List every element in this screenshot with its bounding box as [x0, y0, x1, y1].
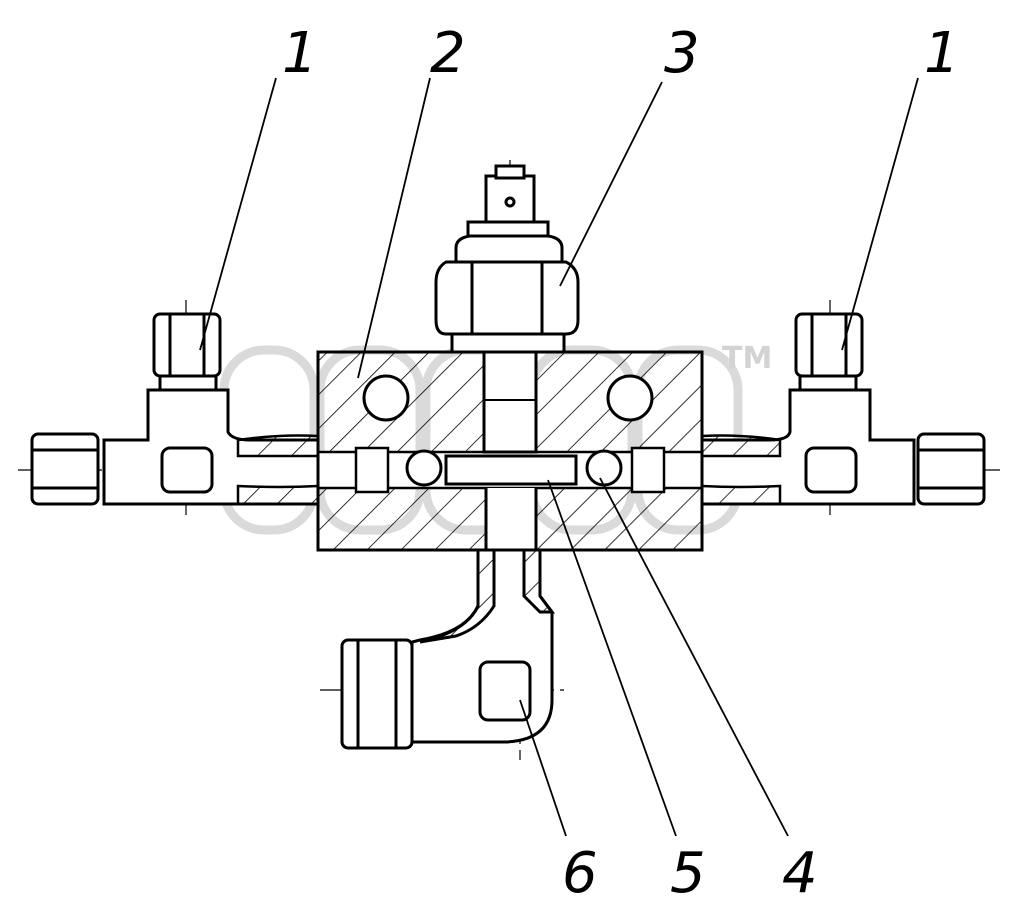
trademark-mark: TM [722, 341, 772, 376]
callout-1-right: 1 [924, 21, 960, 86]
leader-1-left [199, 77, 277, 351]
left-pipe-section [236, 434, 320, 506]
callout-3: 3 [664, 21, 700, 86]
elbow-fitting [340, 548, 555, 750]
valve-body [316, 350, 704, 552]
leader-2 [357, 77, 431, 379]
check-ball-left [405, 449, 443, 487]
callout-labels: 1 2 3 1 6 5 4 [282, 21, 960, 906]
leader-1-right [841, 77, 919, 351]
top-valve-cap [434, 164, 580, 354]
leader-5 [547, 479, 677, 837]
leader-4 [599, 477, 789, 837]
callout-2: 2 [430, 21, 466, 86]
leader-lines [199, 77, 919, 837]
right-tee-fitting [700, 312, 986, 506]
spool [444, 454, 578, 486]
callout-1-left: 1 [282, 21, 318, 86]
leader-6 [519, 699, 567, 837]
leader-3 [559, 81, 663, 287]
callout-6: 6 [562, 841, 598, 906]
left-tee-fitting [30, 312, 320, 506]
right-pipe-section [700, 434, 782, 506]
callout-5: 5 [670, 841, 706, 906]
check-ball-right [585, 449, 623, 487]
callout-4: 4 [782, 841, 818, 906]
